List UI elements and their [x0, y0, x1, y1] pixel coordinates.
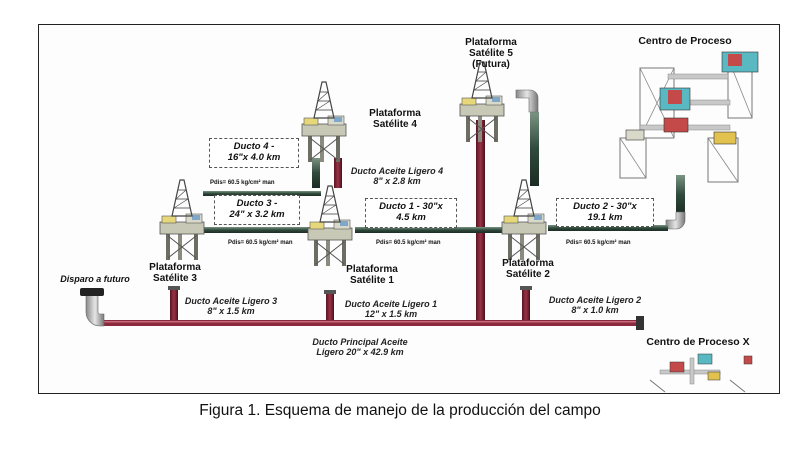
label-sat5: Plataforma Satélite 5 (Futura) — [465, 37, 517, 70]
al3-flange — [168, 286, 180, 290]
sat5-riser — [476, 120, 485, 320]
label-sat3: Plataforma Satélite 3 — [149, 262, 201, 284]
pdis-ducto1: Pdis= 60.5 kg/cm² man — [376, 240, 441, 246]
sat5-gas-riser — [530, 112, 539, 186]
centro-elbow — [665, 211, 686, 230]
al1-flange — [324, 290, 336, 294]
ducto4-line — [203, 191, 321, 196]
principal-line — [100, 320, 638, 326]
disparo-cap — [80, 288, 104, 296]
ducto2-box: Ducto 2 - 30"x 19.1 km — [556, 198, 654, 227]
pdis-ducto3: Pdis= 60.5 kg/cm² man — [228, 240, 293, 246]
ducto2-line — [548, 225, 668, 231]
ducto1-box: Ducto 1 - 30"x 4.5 km — [365, 198, 457, 228]
platform-sat2-icon — [501, 179, 547, 261]
al2-riser — [522, 286, 530, 322]
ducto1-line — [355, 227, 505, 233]
centro-riser — [676, 175, 685, 215]
centro-proceso-x-icon — [649, 353, 753, 393]
centro-proceso-icon — [619, 51, 759, 183]
label-sat2: Plataforma Satélite 2 — [502, 258, 554, 280]
al4-riser — [334, 158, 342, 188]
pdis-ducto4: Pdis= 60.5 kg/cm² man — [210, 180, 275, 186]
disparo-elbow — [85, 293, 105, 327]
al1-riser — [326, 290, 334, 322]
platform-sat1-icon — [307, 185, 353, 267]
label-principal: Ducto Principal Aceite Ligero 20" x 42.9… — [312, 337, 408, 357]
sat4-riser — [312, 158, 320, 188]
figure-caption: Figura 1. Esquema de manejo de la produc… — [199, 402, 601, 419]
label-sat4: Plataforma Satélite 4 — [369, 108, 421, 130]
pdis-ducto2: Pdis= 60.5 kg/cm² man — [566, 240, 631, 246]
ducto3-box: Ducto 3 - 24" x 3.2 km — [214, 195, 300, 225]
ducto4-box: Ducto 4 - 16"x 4.0 km — [209, 138, 299, 168]
label-sat1: Plataforma Satélite 1 — [346, 264, 398, 286]
al3-riser — [170, 286, 178, 322]
platform-sat3-icon — [159, 179, 205, 261]
label-al1: Ducto Aceite Ligero 1 12" x 1.5 km — [344, 299, 438, 319]
principal-end-cap — [636, 316, 644, 330]
label-disparo: Disparo a futuro — [60, 274, 130, 284]
label-al2: Ducto Aceite Ligero 2 8" x 1.0 km — [548, 295, 642, 315]
platform-sat5-icon — [459, 61, 505, 143]
platform-sat4-icon — [301, 81, 347, 163]
label-centro: Centro de Proceso — [638, 35, 732, 47]
label-al4: Ducto Aceite Ligero 4 8" x 2.8 km — [350, 166, 444, 186]
label-al3: Ducto Aceite Ligero 3 8" x 1.5 km — [184, 296, 278, 316]
ducto3-line — [203, 227, 313, 233]
al2-flange — [520, 286, 532, 290]
label-centro-x: Centro de Proceso X — [646, 336, 750, 348]
sat5-elbow — [515, 89, 539, 113]
